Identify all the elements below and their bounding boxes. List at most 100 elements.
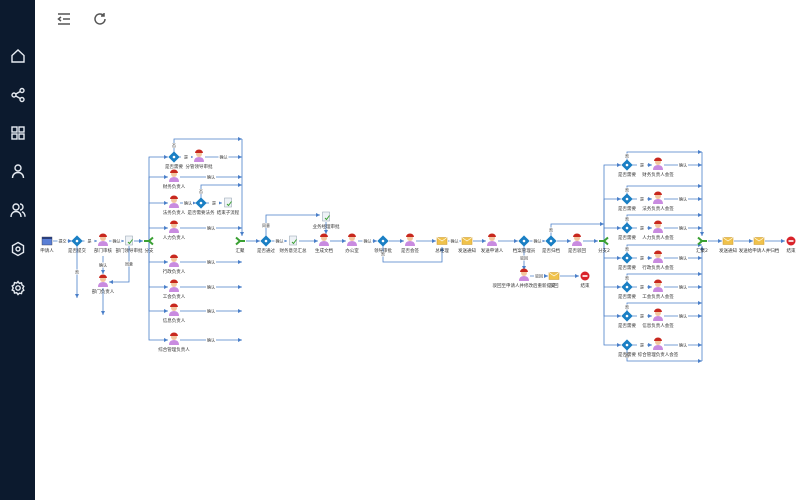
refresh-button[interactable]: [93, 11, 109, 27]
sidebar-item-hexagon-settings[interactable]: [8, 241, 27, 260]
gateway-node[interactable]: 是否通过: [257, 235, 275, 254]
node-label: 财务负责人: [163, 183, 186, 190]
user-node[interactable]: 是否驳回: [568, 233, 586, 255]
sidebar-item-settings[interactable]: [8, 279, 27, 299]
flow-edge[interactable]: [148, 227, 168, 241]
arrow-icon: [648, 163, 652, 167]
arrow-icon: [698, 226, 702, 230]
flow-edge[interactable]: [109, 246, 130, 283]
sidebar-item-home[interactable]: [8, 48, 27, 67]
join-node[interactable]: 汇聚: [235, 236, 246, 255]
node-label: 是否会签: [401, 247, 419, 254]
gateway-node[interactable]: 领导审批: [374, 235, 392, 254]
user-node[interactable]: 法务负责人: [163, 195, 186, 216]
user-node[interactable]: 发送申请人: [481, 233, 504, 255]
flow-edge[interactable]: [148, 241, 168, 341]
user-node[interactable]: 财务负责人: [163, 169, 186, 191]
user-node[interactable]: 综合管理负责人会签: [638, 337, 679, 359]
edge-label: 否: [549, 228, 553, 233]
flow-edge[interactable]: [603, 241, 621, 288]
gateway-node[interactable]: 是否归档: [542, 235, 560, 254]
user-node[interactable]: 工会负责人会签: [642, 279, 674, 301]
arrow-icon: [238, 338, 242, 342]
mail-node[interactable]: 驳回: [548, 272, 560, 290]
end-node[interactable]: 结束: [786, 236, 796, 255]
user-node[interactable]: 部门审核: [94, 233, 112, 255]
gateway-node[interactable]: 是否需要: [618, 159, 636, 178]
user-node[interactable]: 行政负责人会签: [642, 250, 674, 271]
flow-edge[interactable]: [265, 214, 320, 236]
user-node[interactable]: 生成文档: [315, 233, 333, 255]
gateway-node[interactable]: 是否需要: [618, 193, 636, 212]
flow-edge[interactable]: [603, 241, 621, 346]
gateway-node[interactable]: 档案管理员: [513, 235, 536, 254]
doc-node[interactable]: 业务经理审批: [313, 211, 340, 230]
gateway-node[interactable]: 是否需要: [618, 310, 636, 329]
arrow-icon: [139, 239, 143, 243]
mail-node[interactable]: 发送通知: [458, 237, 476, 255]
arrow-icon: [600, 222, 604, 226]
start-node[interactable]: 申请人: [40, 236, 54, 254]
node-label: 是否需要法务: [188, 209, 215, 216]
edges: 提交是确认否确认同意是确认否确认确认是否确认确认确认确认确认确认确认确认确认同意…: [53, 137, 785, 363]
flow-edge[interactable]: [626, 214, 702, 223]
gateway-node[interactable]: 是否提交: [68, 235, 86, 254]
end-node[interactable]: 结束: [580, 271, 590, 290]
user-node[interactable]: 是否会签: [401, 233, 419, 255]
edge-label: 否: [381, 252, 385, 257]
user-node[interactable]: 部门负责人: [92, 274, 115, 296]
user-node[interactable]: 综合管理负责人: [158, 332, 190, 353]
fork-node[interactable]: 分支2: [598, 236, 610, 255]
user-node[interactable]: 人力负责人会签: [642, 220, 674, 242]
user-node[interactable]: 行政负责人: [163, 254, 186, 276]
flow-edge[interactable]: [626, 273, 702, 282]
flow-edge[interactable]: [173, 138, 242, 152]
gateway-node[interactable]: 是否需要: [618, 252, 636, 271]
gateway-node[interactable]: 是否需要法务: [188, 197, 215, 216]
doc-node[interactable]: 部门领导审批: [116, 235, 143, 254]
flow-edge[interactable]: [200, 184, 242, 198]
user-node[interactable]: 财务负责人会签: [642, 157, 674, 178]
gateway-node[interactable]: 是否需要: [618, 281, 636, 300]
sidebar-item-users[interactable]: [8, 202, 27, 221]
doc-node[interactable]: 财务意见汇总: [280, 235, 307, 254]
user-node[interactable]: 信息负责人: [163, 303, 186, 325]
node-label: 部门审核: [94, 247, 112, 254]
arrow-icon: [238, 226, 242, 230]
node-label: 发送通知: [719, 247, 737, 254]
arrow-icon: [749, 239, 753, 243]
node-label: 发送给申请人并归档: [739, 247, 780, 254]
document-icon: [224, 197, 232, 208]
node-label: 业务经理审批: [313, 223, 340, 230]
mail-node[interactable]: 总经理: [435, 237, 449, 255]
flow-edge[interactable]: [626, 151, 702, 160]
node-label: 人力负责人: [163, 234, 186, 241]
gateway-node[interactable]: 是否需要: [618, 339, 636, 358]
arrow-icon: [700, 232, 704, 236]
fork-node[interactable]: 分支: [144, 236, 154, 255]
user-node[interactable]: 驳回至申请人并修改后重新提交: [493, 268, 556, 290]
flow-edge[interactable]: [603, 227, 621, 241]
sidebar-item-share[interactable]: [8, 87, 27, 106]
user-node[interactable]: 人力负责人: [163, 220, 186, 242]
sidebar-item-user[interactable]: [8, 163, 27, 182]
gateway-node[interactable]: 是否需要: [618, 222, 636, 241]
collapse-menu-button[interactable]: [57, 11, 73, 27]
flow-edge[interactable]: [148, 241, 168, 288]
mail-node[interactable]: 发送给申请人并归档: [739, 237, 780, 255]
workflow-canvas[interactable]: 提交是确认否确认同意是确认否确认确认是否确认确认确认确认确认确认确认确认确认同意…: [35, 36, 800, 500]
user-node[interactable]: 分管领导审批: [186, 149, 213, 171]
flow-edge[interactable]: [626, 302, 702, 311]
user-node[interactable]: 信息负责人会签: [642, 308, 674, 330]
user-node[interactable]: 工会负责人: [163, 279, 186, 301]
user-node[interactable]: 法务负责人会签: [642, 191, 674, 213]
flow-edge[interactable]: [626, 185, 702, 194]
mail-node[interactable]: 发送通知: [719, 237, 737, 255]
flow-edge[interactable]: [626, 244, 702, 253]
doc-node[interactable]: 结束子流程: [217, 197, 240, 216]
join-node[interactable]: 汇聚2: [696, 236, 708, 255]
gateway-node[interactable]: 是否需要: [165, 151, 183, 170]
user-node[interactable]: 办公室: [345, 233, 359, 255]
flow-edge[interactable]: [603, 198, 621, 241]
sidebar-item-apps[interactable]: [8, 125, 27, 144]
